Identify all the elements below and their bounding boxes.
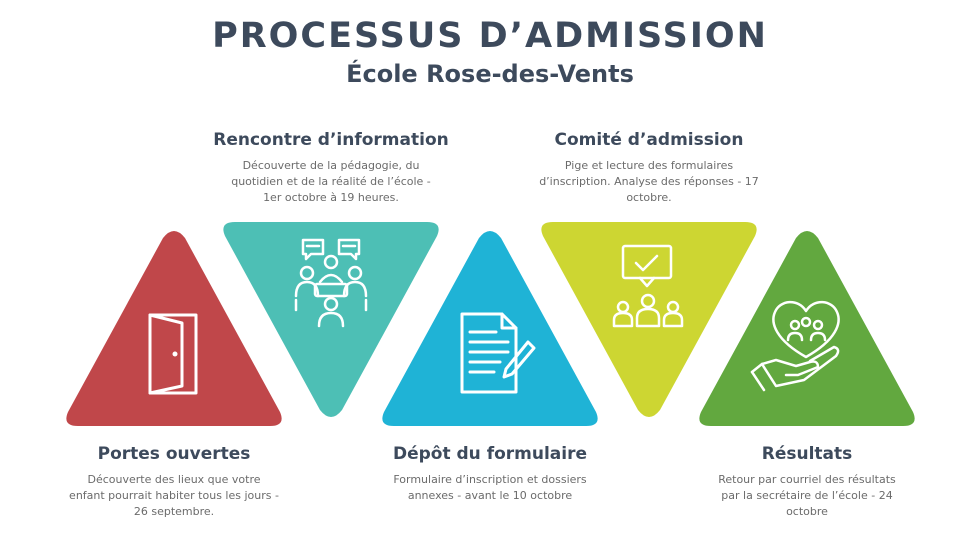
step-4-triangle: [541, 222, 757, 417]
step-3-title: Dépôt du formulaire: [392, 444, 588, 464]
step-4-description: Pige et lecture des formulaires d’inscri…: [539, 159, 759, 204]
step-2-triangle: [223, 222, 439, 417]
step-3-triangle: [382, 231, 598, 426]
door-icon: [148, 313, 198, 395]
committee-icon: [612, 244, 684, 328]
step-5-triangle: [699, 231, 915, 426]
step-1-triangle: [66, 231, 282, 426]
step-3-description: Formulaire d’inscription et dossiers ann…: [393, 473, 587, 502]
step-4-title: Comité d’admission: [554, 130, 744, 150]
page-title: PROCESSUS D’ADMISSION: [212, 16, 768, 56]
step-1-description: Découverte des lieux que votre enfant po…: [69, 473, 279, 518]
step-2-title: Rencontre d’information: [213, 130, 449, 150]
meeting-icon: [294, 238, 368, 328]
form-icon: [460, 312, 536, 394]
step-2-description: Découverte de la pédagogie, du quotidien…: [231, 159, 431, 204]
step-5-description: Retour par courriel des résultats par la…: [718, 473, 896, 518]
page-subtitle: École Rose-des-Vents: [346, 60, 634, 88]
heart-hand-icon: [750, 300, 840, 392]
step-1-title: Portes ouvertes: [97, 444, 251, 464]
step-5-title: Résultats: [761, 444, 853, 464]
